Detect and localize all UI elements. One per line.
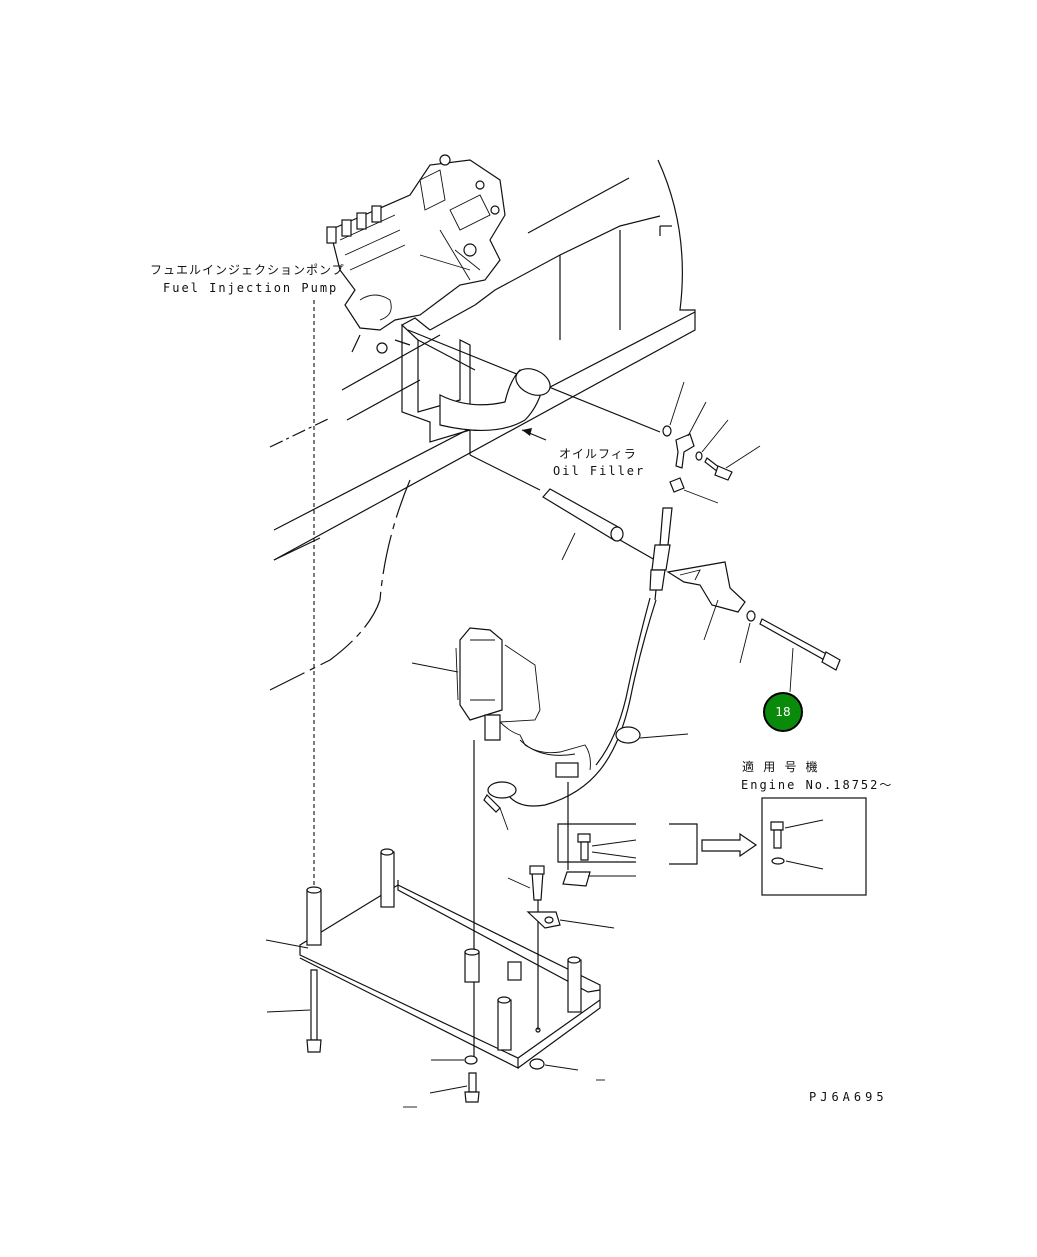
clamp-bracket [666,561,841,693]
fuel-injection-pump-label-en: Fuel Injection Pump [163,281,339,295]
connector-assembly [649,507,673,601]
solenoid-unit [411,627,591,778]
callout-number: 18 [775,705,791,719]
base-bolts [266,969,605,1108]
cable-clamp-upper [615,726,641,744]
cable-clamp-lower [483,781,517,831]
applicable-label-en: Engine No.18752～ [741,778,894,792]
detail-box-after [761,797,867,896]
small-bracket [507,865,636,1030]
callout-18-badge[interactable]: 18 [763,692,803,732]
oil-filler-label-en: Oil Filler [553,464,646,478]
fuel-injection-pump-label-jp: フュエルインジェクションポンプ [150,263,345,277]
applicable-label-jp: 適 用 号 機 [742,760,819,774]
fuel-injection-pump [326,154,506,354]
arrow-to-new [701,832,758,858]
oil-filler-tube [439,368,551,441]
fitting-parts [662,381,761,504]
sleeve-rod [542,488,656,561]
drawing-code: PJ6A695 [809,1090,888,1104]
cable [504,599,657,807]
oil-filler-label-jp: オイルフィラ [559,447,637,461]
detail-box-before [557,823,698,865]
base-plate [265,848,601,1069]
